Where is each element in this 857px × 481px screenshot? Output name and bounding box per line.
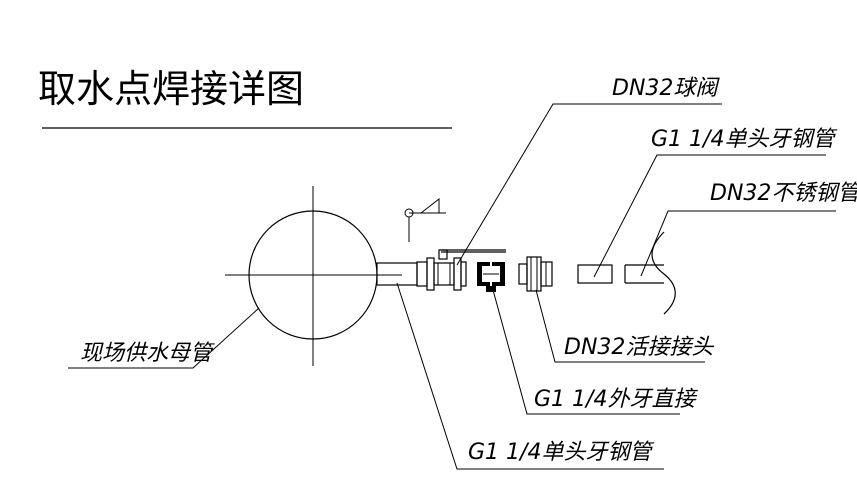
union-fitting bbox=[518, 256, 553, 292]
label-ball-valve: DN32球阀 bbox=[612, 76, 720, 101]
leader-union: DN32活接接头 bbox=[535, 289, 714, 363]
drawing-title: 取水点焊接详图 bbox=[38, 67, 304, 111]
label-male-connector: G1 1/4外牙直接 bbox=[534, 387, 698, 412]
stainless-pipe bbox=[624, 231, 676, 315]
leader-male-connector: G1 1/4外牙直接 bbox=[492, 289, 698, 415]
leader-stainless-pipe: DN32不锈钢管 bbox=[640, 181, 857, 277]
label-main-pipe: 现场供水母管 bbox=[80, 341, 215, 366]
leader-ball-valve: DN32球阀 bbox=[456, 76, 722, 266]
label-union: DN32活接接头 bbox=[564, 335, 714, 360]
main-pipe-section bbox=[225, 186, 402, 366]
leader-main-pipe: 现场供水母管 bbox=[68, 307, 260, 369]
ball-valve bbox=[416, 249, 506, 291]
threaded-pipe-short bbox=[376, 262, 418, 286]
leader-pipe-bottom: G1 1/4单头牙钢管 bbox=[396, 282, 664, 470]
label-stainless-pipe: DN32不锈钢管 bbox=[710, 181, 857, 206]
threaded-pipe-right bbox=[577, 264, 613, 284]
male-straight-connector bbox=[477, 262, 505, 292]
weld-symbol bbox=[404, 197, 446, 242]
leader-pipe-top: G1 1/4单头牙钢管 bbox=[593, 127, 837, 278]
label-pipe-top: G1 1/4单头牙钢管 bbox=[651, 127, 837, 152]
label-pipe-bottom: G1 1/4单头牙钢管 bbox=[468, 440, 654, 465]
